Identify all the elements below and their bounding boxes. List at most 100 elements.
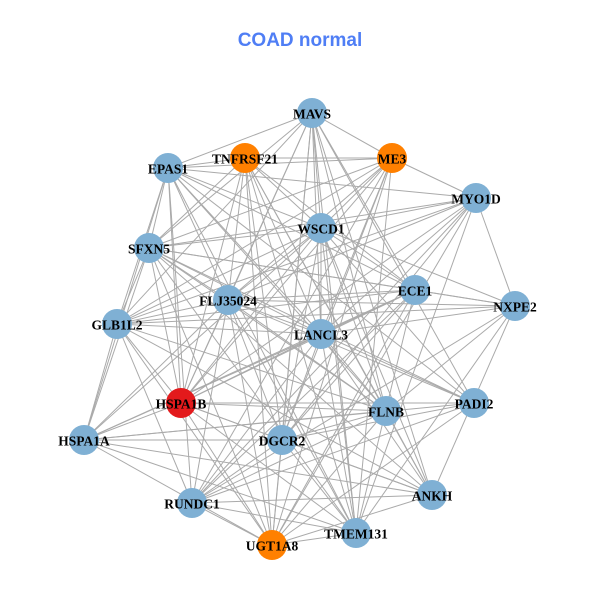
- edge-ECE1-UGT1A8: [271, 289, 416, 546]
- edge-DGCR2-TMEM131: [281, 439, 357, 534]
- node-label: GLB1L2: [91, 318, 142, 333]
- node-circle: [500, 291, 530, 321]
- edge-EPAS1-ECE1: [167, 167, 416, 291]
- node-circle: [166, 388, 196, 418]
- node-circle: [213, 285, 243, 315]
- node-tnfrsf21: TNFRSF21: [212, 143, 278, 173]
- edge-WSCD1-HSPA1B: [180, 227, 322, 404]
- edge-WSCD1-ECE1: [320, 227, 416, 291]
- edge-ME3-TMEM131: [355, 157, 393, 534]
- edge-ME3-SFXN5: [148, 157, 393, 249]
- node-label: EPAS1: [148, 162, 189, 177]
- edge-WSCD1-NXPE2: [320, 227, 516, 307]
- edge-FLJ35024-UGT1A8: [227, 299, 273, 546]
- node-nxpe2: NXPE2: [493, 291, 537, 321]
- edge-NXPE2-RUNDC1: [191, 305, 516, 504]
- node-label: PADI2: [455, 397, 494, 412]
- edge-MYO1D-HSPA1B: [180, 197, 477, 404]
- node-flj35024: FLJ35024: [199, 285, 257, 315]
- edge-FLNB-HSPA1A: [83, 410, 387, 441]
- edge-HSPA1A-TMEM131: [83, 439, 357, 534]
- edge-TNFRSF21-SFXN5: [148, 157, 246, 249]
- edge-LANCL3-HSPA1B: [180, 333, 322, 404]
- edge-HSPA1B-TMEM131: [180, 402, 357, 534]
- edge-HSPA1B-HSPA1A: [83, 402, 182, 441]
- edge-WSCD1-DGCR2: [281, 227, 322, 441]
- edge-MAVS-EPAS1: [167, 112, 313, 169]
- node-label: TMEM131: [324, 527, 388, 542]
- edge-ANKH-RUNDC1: [191, 494, 433, 504]
- node-circle: [102, 309, 132, 339]
- edge-WSCD1-HSPA1A: [83, 227, 322, 441]
- edge-LANCL3-HSPA1A: [83, 333, 322, 441]
- edge-MYO1D-LANCL3: [320, 197, 477, 335]
- edge-MAVS-SFXN5: [148, 112, 313, 249]
- edge-MAVS-WSCD1: [311, 112, 322, 229]
- node-circle: [377, 143, 407, 173]
- node-wscd1: WSCD1: [297, 213, 345, 243]
- edge-FLJ35024-GLB1L2: [116, 299, 229, 325]
- edge-SFXN5-HSPA1A: [83, 247, 150, 441]
- edge-MYO1D-DGCR2: [281, 197, 477, 441]
- node-sfxn5: SFXN5: [128, 233, 170, 263]
- edge-ECE1-DGCR2: [281, 289, 416, 441]
- node-label: ANKH: [412, 489, 453, 504]
- edge-FLJ35024-PADI2: [227, 299, 475, 404]
- edge-GLB1L2-FLNB: [116, 323, 387, 412]
- node-mavs: MAVS: [293, 98, 331, 128]
- node-circle: [177, 488, 207, 518]
- node-circle: [371, 396, 401, 426]
- edge-DGCR2-ANKH: [281, 439, 433, 496]
- edges: [83, 112, 516, 546]
- edge-FLJ35024-HSPA1B: [180, 299, 229, 404]
- edge-EPAS1-LANCL3: [167, 167, 322, 335]
- node-ece1: ECE1: [398, 275, 433, 305]
- edge-FLJ35024-FLNB: [227, 299, 387, 412]
- edge-LANCL3-FLNB: [320, 333, 387, 412]
- node-circle: [459, 388, 489, 418]
- edge-MAVS-PADI2: [311, 112, 475, 404]
- edge-EPAS1-MYO1D: [167, 167, 477, 199]
- edge-HSPA1B-UGT1A8: [180, 402, 273, 546]
- edge-DGCR2-RUNDC1: [191, 439, 283, 504]
- node-label: WSCD1: [297, 222, 345, 237]
- edge-ME3-WSCD1: [320, 157, 393, 229]
- node-circle: [267, 425, 297, 455]
- node-label: LANCL3: [294, 328, 348, 343]
- edge-RUNDC1-UGT1A8: [191, 502, 273, 546]
- node-circle: [153, 153, 183, 183]
- node-label: SFXN5: [128, 242, 170, 257]
- node-circle: [134, 233, 164, 263]
- edge-FLJ35024-DGCR2: [227, 299, 283, 441]
- edge-WSCD1-FLJ35024: [227, 227, 322, 301]
- edge-NXPE2-FLJ35024: [227, 299, 516, 307]
- edge-EPAS1-TMEM131: [167, 167, 357, 534]
- node-hspa1a: HSPA1A: [58, 425, 110, 455]
- node-label: FLJ35024: [199, 294, 257, 309]
- node-label: ME3: [378, 152, 407, 167]
- edge-ECE1-FLJ35024: [227, 289, 416, 301]
- node-hspa1b: HSPA1B: [156, 388, 207, 418]
- node-circle: [230, 143, 260, 173]
- edge-EPAS1-FLJ35024: [167, 167, 229, 301]
- node-label: MAVS: [293, 107, 331, 122]
- edge-EPAS1-WSCD1: [167, 167, 322, 229]
- edge-WSCD1-PADI2: [320, 227, 475, 404]
- edge-ECE1-NXPE2: [414, 289, 516, 307]
- node-label: ECE1: [398, 284, 433, 299]
- node-circle: [306, 213, 336, 243]
- edge-PADI2-UGT1A8: [271, 402, 475, 546]
- node-label: FLNB: [368, 405, 404, 420]
- edge-EPAS1-HSPA1B: [167, 167, 182, 404]
- edge-GLB1L2-LANCL3: [116, 323, 322, 335]
- edge-FLJ35024-HSPA1A: [83, 299, 229, 441]
- node-label: MYO1D: [451, 192, 501, 207]
- edge-FLJ35024-RUNDC1: [191, 299, 229, 504]
- edge-NXPE2-LANCL3: [320, 305, 516, 335]
- node-rundc1: RUNDC1: [164, 488, 220, 518]
- edge-SFXN5-TMEM131: [148, 247, 357, 534]
- node-label: HSPA1B: [156, 397, 207, 412]
- node-padi2: PADI2: [455, 388, 494, 418]
